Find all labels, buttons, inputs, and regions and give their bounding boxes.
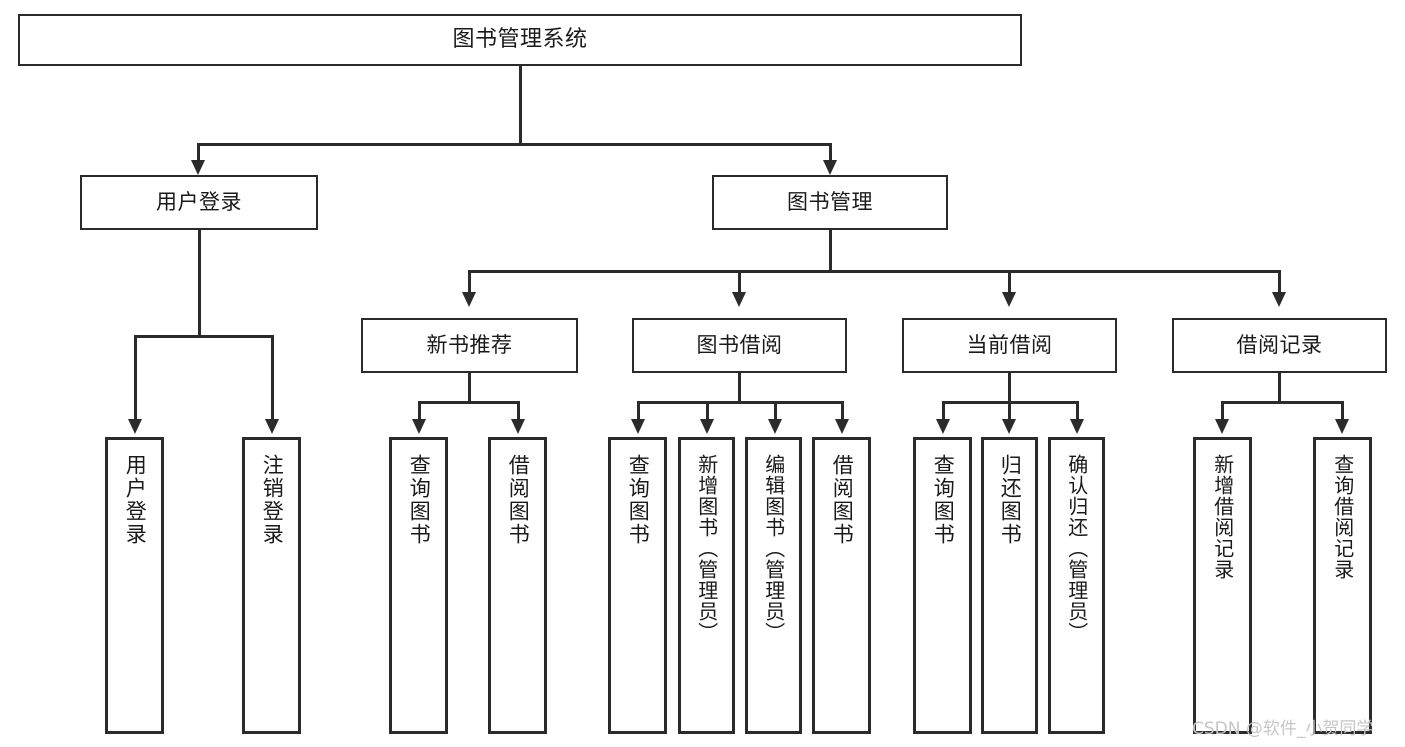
- edge-new-book-to-leaf-2: [517, 401, 520, 421]
- leaf-borrow-book-2[interactable]: 借阅图书: [812, 437, 871, 734]
- node-label: 新增图书（管理员）: [694, 454, 719, 643]
- edge-book-borrow-to-leaf-2: [706, 401, 709, 421]
- arrow-book-manage-to-borrow-record: [1272, 292, 1286, 307]
- arrow-new-book-to-leaf-2: [511, 419, 525, 434]
- edge-user-login-to-leaf-2: [271, 335, 274, 421]
- edge-book-manage-to-current-borrow: [1008, 270, 1011, 294]
- edge-book-borrow-to-leaf-3: [774, 401, 777, 421]
- edge-current-borrow-to-leaf-1: [942, 401, 945, 421]
- edge-book-manage-to-borrow-record: [1278, 270, 1281, 294]
- node-book-management[interactable]: 图书管理: [712, 175, 948, 230]
- edge-book-borrow-to-leaf-4: [841, 401, 844, 421]
- leaf-add-record[interactable]: 新增借阅记录: [1193, 437, 1252, 734]
- edge-new-book-bus: [418, 401, 519, 404]
- node-label: 图书管理: [787, 190, 873, 215]
- edge-book-borrow-bus: [637, 401, 843, 404]
- arrow-current-borrow-to-leaf-1: [936, 419, 950, 434]
- node-label: 用户登录: [156, 190, 242, 215]
- arrow-borrow-record-to-leaf-1: [1215, 419, 1229, 434]
- edge-borrow-record-trunk: [1278, 373, 1281, 403]
- edge-user-login-trunk: [198, 230, 201, 337]
- arrow-user-login-to-leaf-2: [265, 419, 279, 434]
- arrow-new-book-to-leaf-1: [412, 419, 426, 434]
- arrow-book-borrow-to-leaf-1: [631, 419, 645, 434]
- node-label: 图书管理系统: [452, 27, 588, 53]
- edge-borrow-record-to-leaf-2: [1341, 401, 1344, 421]
- leaf-return-book[interactable]: 归还图书: [981, 437, 1038, 734]
- node-label: 注销登录: [260, 454, 285, 546]
- node-label: 查询图书: [407, 454, 432, 546]
- node-label: 查询借阅记录: [1330, 454, 1355, 580]
- node-label: 借阅图书: [506, 454, 531, 546]
- edge-borrow-record-to-leaf-1: [1221, 401, 1224, 421]
- edge-current-borrow-to-leaf-2: [1008, 401, 1011, 421]
- node-user-login[interactable]: 用户登录: [80, 175, 318, 230]
- node-label: 借阅记录: [1236, 333, 1323, 358]
- leaf-logout-login[interactable]: 注销登录: [242, 437, 301, 734]
- leaf-edit-book[interactable]: 编辑图书（管理员）: [745, 437, 802, 734]
- edge-book-manage-to-new-book: [468, 270, 471, 294]
- arrow-current-borrow-to-leaf-3: [1070, 419, 1084, 434]
- edge-book-borrow-to-leaf-1: [637, 401, 640, 421]
- leaf-query-record[interactable]: 查询借阅记录: [1313, 437, 1372, 734]
- node-label: 确认归还（管理员）: [1064, 454, 1089, 643]
- edge-root-to-user-login: [197, 143, 200, 165]
- edge-current-borrow-to-leaf-3: [1076, 401, 1079, 421]
- node-label: 新书推荐: [426, 333, 513, 358]
- arrow-book-manage-to-book-borrow: [732, 292, 746, 307]
- arrow-root-to-user-login: [191, 160, 205, 175]
- leaf-user-login[interactable]: 用户登录: [105, 437, 164, 734]
- edge-book-borrow-trunk: [738, 373, 741, 403]
- node-label: 用户登录: [123, 454, 148, 546]
- arrow-user-login-to-leaf-1: [128, 419, 142, 434]
- leaf-add-book[interactable]: 新增图书（管理员）: [678, 437, 735, 734]
- leaf-query-book-2[interactable]: 查询图书: [608, 437, 667, 734]
- arrow-book-borrow-to-leaf-2: [700, 419, 714, 434]
- node-label: 查询图书: [931, 454, 956, 546]
- arrow-root-to-book-manage: [823, 160, 837, 175]
- arrow-book-borrow-to-leaf-3: [768, 419, 782, 434]
- edge-root-trunk: [519, 66, 522, 145]
- arrow-book-borrow-to-leaf-4: [835, 419, 849, 434]
- leaf-query-book-3[interactable]: 查询图书: [913, 437, 972, 734]
- edge-user-login-to-leaf-1: [134, 335, 137, 421]
- arrow-book-manage-to-new-book: [462, 292, 476, 307]
- node-book-borrow[interactable]: 图书借阅: [632, 318, 847, 373]
- node-label: 图书借阅: [696, 333, 783, 358]
- edge-user-login-bus: [134, 335, 273, 338]
- node-borrow-record[interactable]: 借阅记录: [1172, 318, 1387, 373]
- edge-new-book-trunk: [468, 373, 471, 403]
- node-new-book-recommend[interactable]: 新书推荐: [361, 318, 578, 373]
- edge-root-to-book-manage: [829, 143, 832, 165]
- node-label: 归还图书: [998, 454, 1023, 546]
- edge-current-borrow-trunk: [1008, 373, 1011, 403]
- node-root-book-management-system[interactable]: 图书管理系统: [18, 14, 1022, 66]
- node-label: 借阅图书: [830, 454, 855, 546]
- node-label: 当前借阅: [966, 333, 1053, 358]
- node-label: 查询图书: [626, 454, 651, 546]
- edge-new-book-to-leaf-1: [418, 401, 421, 421]
- edge-book-manage-bus: [468, 270, 1280, 273]
- leaf-confirm-return[interactable]: 确认归还（管理员）: [1048, 437, 1105, 734]
- arrow-book-manage-to-current-borrow: [1002, 292, 1016, 307]
- node-current-borrow[interactable]: 当前借阅: [902, 318, 1117, 373]
- arrow-borrow-record-to-leaf-2: [1335, 419, 1349, 434]
- node-label: 编辑图书（管理员）: [761, 454, 786, 643]
- edge-book-manage-to-book-borrow: [738, 270, 741, 294]
- leaf-query-book-1[interactable]: 查询图书: [389, 437, 448, 734]
- node-label: 新增借阅记录: [1210, 454, 1235, 580]
- arrow-current-borrow-to-leaf-2: [1002, 419, 1016, 434]
- edge-borrow-record-bus: [1221, 401, 1343, 404]
- leaf-borrow-book-1[interactable]: 借阅图书: [488, 437, 547, 734]
- edge-root-bus: [197, 143, 831, 146]
- edge-book-manage-trunk: [829, 230, 832, 272]
